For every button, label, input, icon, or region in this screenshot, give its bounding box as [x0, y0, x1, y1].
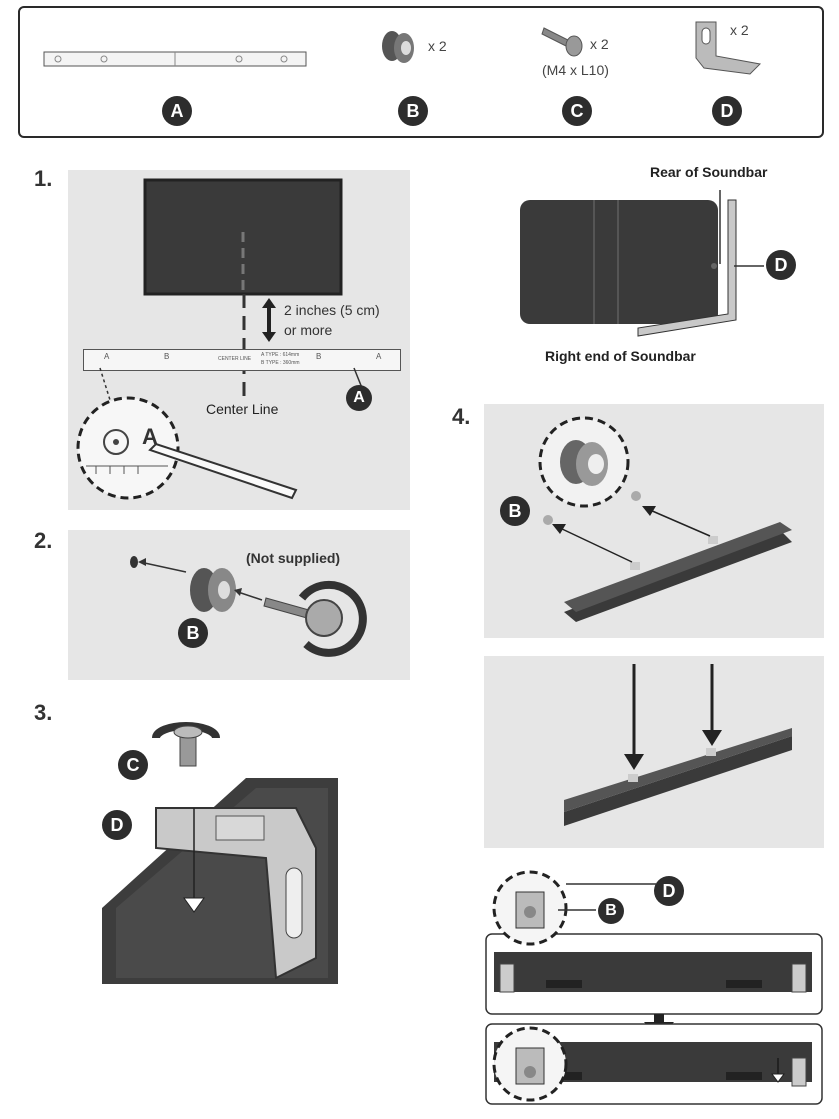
template-letter-b-right: B: [316, 352, 322, 361]
template-type-a: A TYPE : 614mm: [261, 352, 300, 358]
bracket-mount-illustration: [102, 722, 338, 984]
part-d-quantity: x 2: [730, 22, 749, 38]
screw-c-icon: [541, 27, 583, 57]
bracket-hook-detail-illustration: [485, 870, 823, 1105]
step-4-badge-b-top: B: [500, 496, 530, 526]
tv-illustration: [143, 178, 343, 296]
part-c-quantity: x 2: [590, 36, 609, 52]
magnified-mark-letter: A: [142, 424, 158, 449]
step-4-badge-b-bottom: B: [598, 898, 624, 924]
center-line-label: Center Line: [206, 401, 279, 417]
template-letter-a-right: A: [376, 352, 382, 361]
step-1-badge-a: A: [346, 385, 372, 411]
not-supplied-note: (Not supplied): [246, 550, 341, 566]
holder-screw-b-icon: [382, 31, 414, 63]
gap-arrow-icon: [262, 298, 276, 342]
template-center-label: CENTER LINE: [218, 356, 252, 362]
gap-note-line1: 2 inches (5 cm): [284, 302, 380, 318]
holder-screw-assembly-illustration: [130, 556, 367, 657]
step-3-badge-d: D: [102, 810, 132, 840]
step-2-number: 2.: [34, 528, 53, 553]
step-2-badge-b: B: [178, 618, 208, 648]
step-1-number: 1.: [34, 166, 53, 191]
step-4-number: 4.: [452, 404, 471, 429]
soundbar-hang-down-illustration: [564, 664, 792, 826]
part-b-badge: B: [398, 96, 428, 126]
detail-badge-d: D: [766, 250, 796, 280]
template-type-b: B TYPE : 360mm: [261, 360, 300, 366]
step-3-number: 3.: [34, 700, 53, 725]
wall-mount-template-illustration: [43, 51, 307, 67]
step-2-panel: [68, 530, 410, 680]
holder-attach-illustration: [538, 416, 792, 622]
template-letter-b-left: B: [164, 352, 170, 361]
part-a-badge: A: [162, 96, 192, 126]
part-c-spec: (M4 x L10): [542, 62, 609, 78]
part-c-badge: C: [562, 96, 592, 126]
parts-list-box: [18, 6, 824, 138]
center-line-illustration: [242, 294, 246, 398]
step-4-badge-d-bottom: D: [654, 876, 684, 906]
pointer-line-to-a: [353, 367, 363, 389]
right-end-of-soundbar-label: Right end of Soundbar: [545, 348, 696, 364]
step-4-panel-a: [484, 404, 824, 638]
part-b-quantity: x 2: [428, 38, 447, 54]
part-d-badge: D: [712, 96, 742, 126]
step-3-badge-c: C: [118, 750, 148, 780]
bracket-d-icon: [695, 21, 762, 75]
template-strip: A B CENTER LINE A TYPE : 614mm B TYPE : …: [83, 349, 401, 371]
template-letter-a-left: A: [104, 352, 110, 361]
gap-note-line2: or more: [284, 322, 333, 338]
rear-of-soundbar-label: Rear of Soundbar: [650, 164, 768, 180]
soundbar-end-bracket-illustration: [520, 190, 764, 337]
magnifier-detail-illustration: [76, 367, 298, 500]
